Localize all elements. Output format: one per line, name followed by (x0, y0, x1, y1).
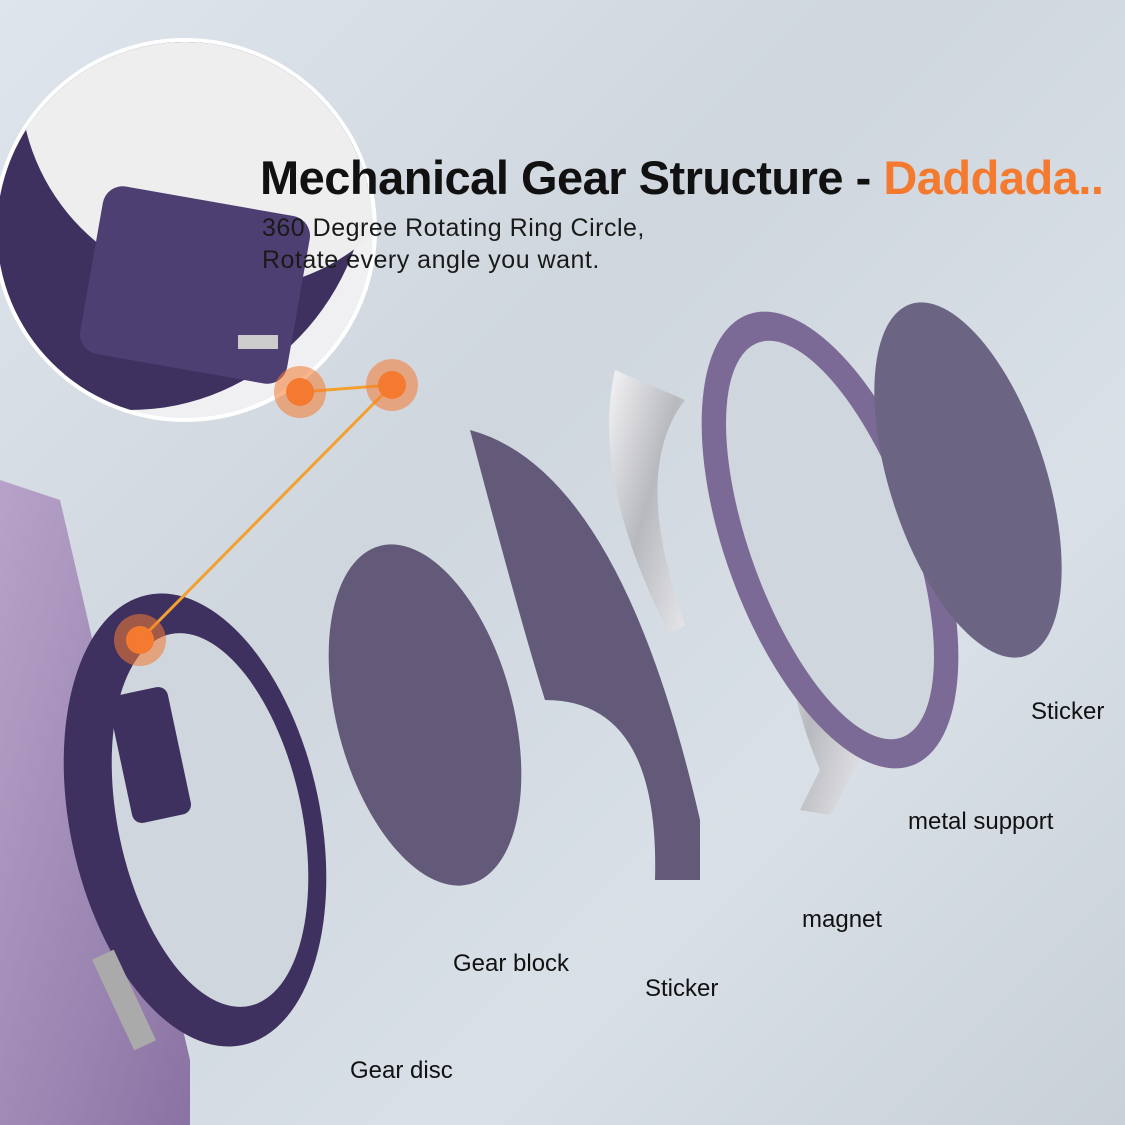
sticker-part-1 (470, 430, 700, 880)
callout-connector (114, 359, 418, 666)
subtitle-line-1: 360 Degree Rotating Ring Circle, (262, 214, 645, 242)
subtitle-line-2: Rotate every angle you want. (262, 246, 600, 274)
label-gear-disc: Gear disc (350, 1057, 453, 1084)
label-sticker-1: Sticker (645, 975, 719, 1002)
gear-disc-part (63, 593, 327, 1051)
label-magnet: magnet (802, 906, 883, 933)
magnet-part (609, 370, 685, 635)
title-text: Mechanical Gear Structure - (260, 151, 884, 204)
label-gear-block: Gear block (453, 950, 570, 977)
label-metal-support: metal support (908, 808, 1054, 835)
page-title: Mechanical Gear Structure - Daddada.. (260, 150, 1104, 205)
magnified-inset (0, 38, 377, 422)
label-sticker-2: Sticker (1031, 698, 1105, 725)
metal-support-part (701, 311, 959, 769)
brand-name: Daddada.. (883, 151, 1104, 204)
sticker-part-2 (874, 302, 1062, 658)
gear-block-part (328, 544, 522, 886)
